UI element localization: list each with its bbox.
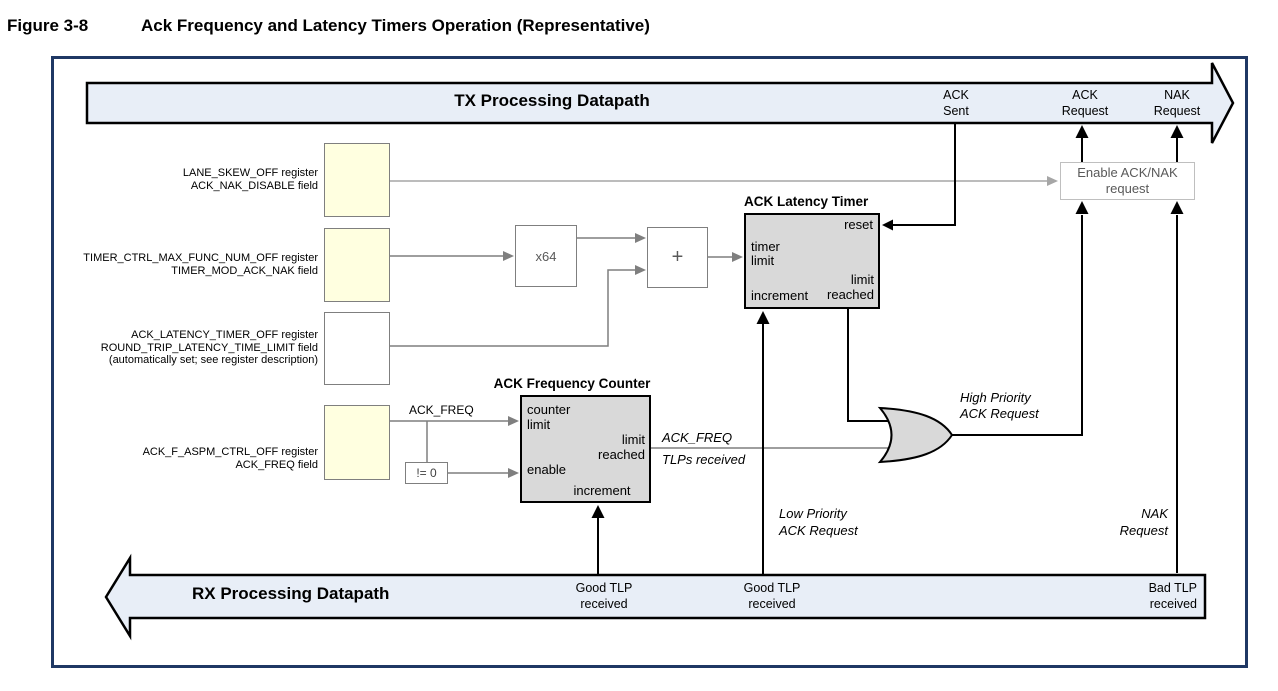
register-label-lane-skew: LANE_SKEW_OFF register ACK_NAK_DISABLE f… — [182, 167, 318, 192]
signal-good-tlp-received-1: Good TLP received — [575, 581, 633, 611]
signal-nak-request: NAK Request — [1153, 88, 1201, 118]
signal-good-tlp-received-2: Good TLP received — [743, 581, 801, 611]
arrowhead-ack-request — [1075, 125, 1089, 138]
port-timer-reset: reset — [844, 217, 873, 232]
register-box-ack-f-aspm — [324, 405, 390, 480]
register-box-ack-latency-timer — [324, 312, 390, 385]
register-box-lane-skew — [324, 143, 390, 217]
arrowhead-adder-in1 — [635, 233, 646, 243]
ack-frequency-counter-block — [520, 395, 651, 503]
label-counter-out-tlps-received: TLPs received — [662, 452, 746, 467]
arrowhead-enable-in-right — [1170, 201, 1184, 214]
rx-datapath-arrow — [104, 553, 1207, 641]
gray-arrowheads — [503, 233, 743, 478]
port-counter-limit: counter limit — [527, 402, 571, 432]
arrowhead-timer-increment — [756, 311, 770, 324]
register-box-timer-ctrl — [324, 228, 390, 302]
enable-ack-nak-box: Enable ACK/NAK request — [1060, 162, 1195, 200]
port-timer-limit-reached: limit reached — [827, 272, 874, 302]
port-timer-increment: increment — [751, 288, 809, 303]
wire-ack-sent-to-reset — [892, 123, 956, 226]
x64-multiplier-block: x64 — [515, 225, 577, 287]
arrowhead-counter-increment — [591, 505, 605, 518]
wire-orgate-to-enable — [952, 215, 1083, 436]
not-zero-block: != 0 — [405, 462, 448, 484]
port-counter-enable: enable — [527, 462, 567, 477]
label-nak-request: NAK Request — [1119, 506, 1168, 538]
label-ack-freq-wire: ACK_FREQ — [409, 403, 474, 417]
label-low-priority-ack-request: Low Priority ACK Request — [779, 506, 858, 538]
rx-datapath-label: RX Processing Datapath — [192, 584, 390, 603]
label-high-priority-ack-request: High Priority ACK Request — [960, 390, 1039, 421]
register-label-timer-ctrl: TIMER_CTRL_MAX_FUNC_NUM_OFF register TIM… — [83, 252, 318, 277]
arrowhead-timer-reset — [882, 219, 893, 231]
register-label-ack-latency-timer: ACK_LATENCY_TIMER_OFF register ROUND_TRI… — [100, 329, 318, 366]
arrowhead-enable-in-left — [1075, 201, 1089, 214]
gray-wires — [390, 237, 890, 474]
adder-block: + — [647, 227, 708, 288]
port-timer-limit: timer limit — [751, 239, 780, 268]
arrowhead-counter-limit-in — [508, 416, 519, 426]
signal-ack-request: ACK Request — [1061, 88, 1109, 118]
or-gate — [877, 406, 954, 464]
register-label-ack-f-aspm: ACK_F_ASPM_CTRL_OFF register ACK_FREQ fi… — [142, 446, 318, 471]
ack-frequency-counter-title: ACK Frequency Counter — [493, 376, 651, 391]
arrowhead-timer-limit-in — [732, 252, 743, 262]
port-counter-increment: increment — [573, 483, 631, 498]
label-counter-out-ack-freq: ACK_FREQ — [662, 430, 733, 445]
arrowhead-nak-request — [1170, 125, 1184, 138]
figure-number: Figure 3-8 — [7, 16, 89, 35]
black-wires — [597, 123, 1178, 575]
port-counter-limit-reached: limit reached — [598, 432, 645, 462]
arrowhead-x64-in — [503, 251, 514, 261]
signal-ack-sent: ACK Sent — [943, 88, 969, 118]
black-arrowheads — [591, 125, 1184, 518]
ack-latency-timer-block — [744, 213, 880, 309]
ack-latency-timer-title: ACK Latency Timer — [744, 194, 869, 209]
arrowhead-counter-enable-in — [508, 468, 519, 478]
arrowhead-adder-in2 — [635, 265, 646, 275]
figure-title: Ack Frequency and Latency Timers Operati… — [141, 16, 650, 35]
tx-datapath-arrow — [85, 62, 1235, 144]
wire-timer-out-to-orgate — [847, 309, 890, 422]
tx-datapath-label: TX Processing Datapath — [454, 91, 650, 110]
wire-reg3-to-adder — [390, 269, 636, 347]
diagram-frame — [51, 56, 1248, 668]
arrowhead-enable-box-in — [1047, 176, 1058, 186]
signal-bad-tlp-received: Bad TLP received — [1148, 581, 1197, 611]
